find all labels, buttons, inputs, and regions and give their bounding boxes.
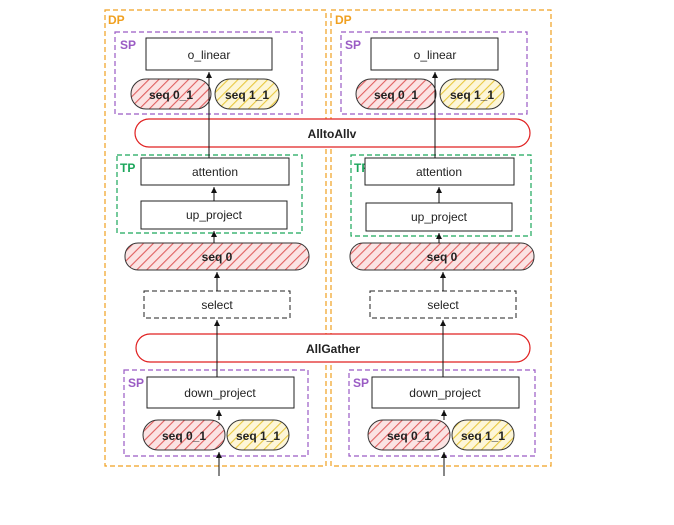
bottom-seq-a-pill bbox=[367, 419, 451, 451]
dp-column-left: DP SP o_linear seq 0_1 seq 1_1 TP attent… bbox=[104, 9, 327, 467]
down-project-label: down_project bbox=[409, 386, 481, 400]
attention-box bbox=[140, 157, 290, 186]
top-seq-a-pill bbox=[355, 78, 437, 110]
arrows-right bbox=[432, 72, 447, 476]
bottom-seq-b-label: seq 1_1 bbox=[236, 429, 280, 443]
top-seq-a-label: seq 0_1 bbox=[374, 88, 418, 102]
alltoall-bar bbox=[134, 118, 531, 148]
up-project-label: up_project bbox=[411, 210, 468, 224]
top-seq-b-label: seq 1_1 bbox=[450, 88, 494, 102]
attention-label: attention bbox=[192, 165, 238, 179]
allgather-label: AllGather bbox=[306, 342, 360, 356]
top-seq-a-label: seq 0_1 bbox=[149, 88, 193, 102]
dp-label: DP bbox=[108, 13, 125, 27]
bottom-seq-a-label: seq 0_1 bbox=[162, 429, 206, 443]
top-sp-group-box bbox=[340, 31, 528, 115]
o-linear-label: o_linear bbox=[188, 48, 231, 62]
top-sp-label: SP bbox=[120, 38, 136, 52]
tp-group-box bbox=[350, 154, 532, 237]
dp-group-box bbox=[104, 9, 327, 467]
down-project-box bbox=[146, 376, 295, 409]
allgather-bar bbox=[135, 333, 531, 363]
top-sp-label: SP bbox=[345, 38, 361, 52]
o-linear-box bbox=[145, 37, 273, 71]
dp-label: DP bbox=[335, 13, 352, 27]
o-linear-label: o_linear bbox=[414, 48, 457, 62]
down-project-box bbox=[371, 376, 520, 409]
select-label: select bbox=[201, 298, 233, 312]
bottom-seq-b-pill bbox=[226, 419, 290, 451]
bottom-seq-b-label: seq 1_1 bbox=[461, 429, 505, 443]
dp-column-right: DP SP o_linear seq 0_1 seq 1_1 TP attent… bbox=[330, 9, 552, 467]
down-project-label: down_project bbox=[184, 386, 256, 400]
select-label: select bbox=[427, 298, 459, 312]
alltoall-label: AlltoAllv bbox=[308, 127, 357, 141]
seq0-label: seq 0 bbox=[427, 250, 458, 264]
seq0-pill bbox=[349, 242, 535, 271]
seq0-pill bbox=[124, 242, 310, 271]
attention-box bbox=[364, 157, 515, 186]
top-seq-b-pill bbox=[439, 78, 505, 110]
o-linear-box bbox=[370, 37, 499, 71]
bottom-seq-a-label: seq 0_1 bbox=[387, 429, 431, 443]
bottom-sp-label: SP bbox=[353, 376, 369, 390]
up-project-label: up_project bbox=[186, 208, 243, 222]
tp-label: TP bbox=[120, 161, 135, 175]
select-box bbox=[143, 290, 291, 319]
up-project-box bbox=[140, 200, 288, 230]
attention-label: attention bbox=[416, 165, 462, 179]
arrows-left bbox=[206, 72, 222, 476]
seq0-label: seq 0 bbox=[202, 250, 233, 264]
bottom-seq-a-pill bbox=[142, 419, 226, 451]
top-seq-b-label: seq 1_1 bbox=[225, 88, 269, 102]
bottom-seq-b-pill bbox=[451, 419, 515, 451]
dp-group-box bbox=[330, 9, 552, 467]
top-seq-a-pill bbox=[130, 78, 212, 110]
top-seq-b-pill bbox=[214, 78, 280, 110]
bottom-sp-label: SP bbox=[128, 376, 144, 390]
